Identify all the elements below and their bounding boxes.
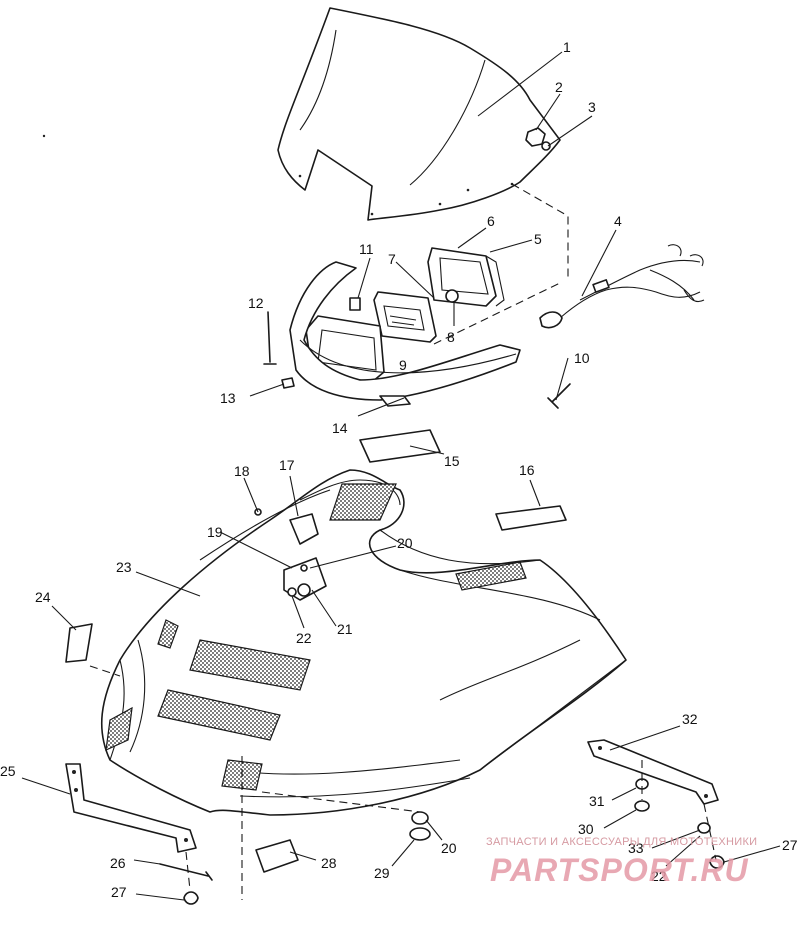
callout-1: 1 bbox=[563, 39, 571, 55]
nut-20 bbox=[411, 811, 429, 825]
callout-22-left: 22 bbox=[296, 630, 312, 646]
callout-23: 23 bbox=[116, 559, 132, 575]
callout-27-left: 27 bbox=[111, 884, 127, 900]
callout-numbers: 1 2 3 4 5 6 7 8 9 10 11 12 13 14 15 16 1… bbox=[0, 39, 798, 900]
callout-6: 6 bbox=[487, 213, 495, 229]
callout-27-right: 27 bbox=[782, 837, 798, 853]
callout-30: 30 bbox=[578, 821, 594, 837]
callout-22-right: 22 bbox=[651, 868, 667, 884]
callout-17: 17 bbox=[279, 457, 295, 473]
callout-19: 19 bbox=[207, 524, 223, 540]
callout-2: 2 bbox=[555, 79, 563, 95]
callout-24: 24 bbox=[35, 589, 51, 605]
headlight-lamp bbox=[373, 289, 459, 343]
bracket-left bbox=[65, 763, 197, 853]
callout-21: 21 bbox=[337, 621, 353, 637]
assembly-lines bbox=[89, 183, 717, 900]
watermark-text: ЗАПЧАСТИ И АКСЕССУАРЫ ДЛЯ МОТОТЕХНИКИ bbox=[486, 836, 758, 848]
callout-28: 28 bbox=[321, 855, 337, 871]
pad-24 bbox=[65, 623, 93, 663]
decal-16 bbox=[495, 505, 567, 531]
clip bbox=[281, 377, 295, 389]
callout-10: 10 bbox=[574, 350, 590, 366]
callout-33: 33 bbox=[628, 840, 644, 856]
callout-26: 26 bbox=[110, 855, 126, 871]
callout-15: 15 bbox=[444, 453, 460, 469]
windshield-nut bbox=[525, 127, 551, 151]
callout-7: 7 bbox=[388, 251, 396, 267]
mount-hardware bbox=[254, 508, 327, 601]
wiring-harness bbox=[539, 244, 705, 329]
callout-18: 18 bbox=[234, 463, 250, 479]
callout-5: 5 bbox=[534, 231, 542, 247]
callout-9: 9 bbox=[399, 357, 407, 373]
callout-3: 3 bbox=[588, 99, 596, 115]
callout-32: 32 bbox=[682, 711, 698, 727]
decal-15 bbox=[359, 429, 441, 463]
screw bbox=[263, 311, 277, 365]
pad-28 bbox=[255, 839, 299, 873]
bulb bbox=[349, 297, 361, 311]
washer-29 bbox=[409, 827, 431, 841]
callout-31: 31 bbox=[589, 793, 605, 809]
callout-12: 12 bbox=[248, 295, 264, 311]
callout-29: 29 bbox=[374, 865, 390, 881]
leader-lines bbox=[21, 51, 781, 901]
hood bbox=[100, 469, 627, 816]
callout-4: 4 bbox=[614, 213, 622, 229]
callout-20-lower: 20 bbox=[441, 840, 457, 856]
washer-30 bbox=[634, 800, 650, 812]
callout-8: 8 bbox=[447, 329, 455, 345]
bolt-26 bbox=[159, 863, 213, 881]
callout-14: 14 bbox=[332, 420, 348, 436]
headlight-housing bbox=[427, 247, 505, 307]
callout-25: 25 bbox=[0, 763, 16, 779]
nut-27-left bbox=[183, 891, 199, 905]
watermark-logo: PARTSPORT.RU bbox=[490, 852, 749, 888]
callout-11: 11 bbox=[359, 241, 374, 257]
bracket-right bbox=[587, 739, 719, 805]
windshield bbox=[277, 7, 561, 221]
bolt bbox=[547, 383, 571, 409]
callout-20-upper: 20 bbox=[397, 535, 413, 551]
washer-33 bbox=[697, 822, 711, 834]
callout-13: 13 bbox=[220, 390, 236, 406]
callout-16: 16 bbox=[519, 462, 535, 478]
